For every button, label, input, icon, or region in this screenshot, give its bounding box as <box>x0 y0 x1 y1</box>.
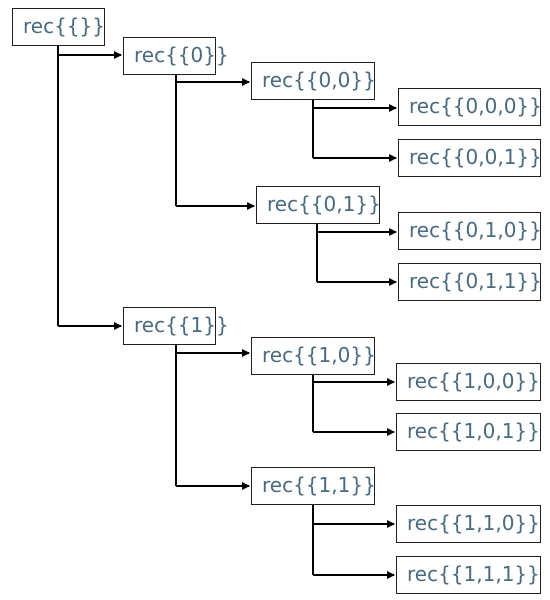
node-1-0-0: rec{{1,0,0}} <box>396 363 541 401</box>
node-root-label: rec{{}} <box>23 14 105 38</box>
node-1-0-label: rec{{1,0}} <box>262 343 376 367</box>
node-0-label: rec{{0}} <box>134 43 229 67</box>
node-1-1-0: rec{{1,1,0}} <box>396 505 541 543</box>
node-1-1-1-label: rec{{1,1,1}} <box>407 562 540 586</box>
node-0-0-label: rec{{0,0}} <box>262 68 376 92</box>
node-0-1-0-label: rec{{0,1,0}} <box>409 218 542 242</box>
node-0-1-1-label: rec{{0,1,1}} <box>409 269 542 293</box>
node-root: rec{{}} <box>12 8 105 46</box>
node-1-0-1: rec{{1,0,1}} <box>396 413 541 451</box>
node-0-1-label: rec{{0,1}} <box>267 192 381 216</box>
node-0-1: rec{{0,1}} <box>256 186 381 224</box>
node-0-0-1-label: rec{{0,0,1}} <box>409 145 542 169</box>
node-1-1-0-label: rec{{1,1,0}} <box>407 511 540 535</box>
node-0-0-1: rec{{0,0,1}} <box>398 139 542 177</box>
node-1-1: rec{{1,1}} <box>251 467 376 505</box>
node-0-0-0: rec{{0,0,0}} <box>398 88 542 126</box>
node-1-label: rec{{1}} <box>134 313 229 337</box>
node-0: rec{{0}} <box>123 37 229 75</box>
node-1-0: rec{{1,0}} <box>251 337 376 375</box>
node-0-1-0: rec{{0,1,0}} <box>398 212 542 250</box>
node-0-1-1: rec{{0,1,1}} <box>398 263 542 301</box>
node-1: rec{{1}} <box>123 307 229 345</box>
node-0-0-0-label: rec{{0,0,0}} <box>409 94 542 118</box>
node-1-0-0-label: rec{{1,0,0}} <box>407 369 540 393</box>
node-1-0-1-label: rec{{1,0,1}} <box>407 419 540 443</box>
node-1-1-label: rec{{1,1}} <box>262 473 376 497</box>
node-1-1-1: rec{{1,1,1}} <box>396 556 541 594</box>
node-0-0: rec{{0,0}} <box>251 62 376 100</box>
